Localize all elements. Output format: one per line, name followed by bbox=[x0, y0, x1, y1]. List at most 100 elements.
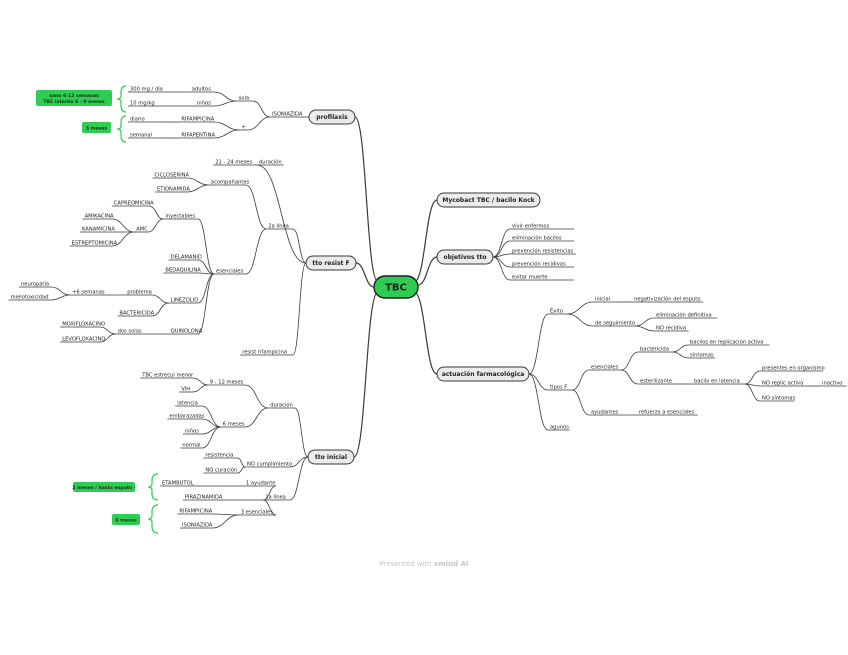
topic-agunos[interactable]: agunos bbox=[550, 424, 569, 430]
topic-inyectables[interactable]: inyectables bbox=[165, 213, 195, 219]
topic-duracion-inicial[interactable]: duración bbox=[270, 401, 293, 408]
topic-duracion[interactable]: duración bbox=[259, 158, 282, 165]
topic-no-sintomas[interactable]: NO síntomas bbox=[762, 394, 795, 401]
topic-bacilo-latencia[interactable]: bacilo en latencia bbox=[694, 378, 740, 384]
topic-refuerzo-esenciales[interactable]: refuerzo a esenciales bbox=[639, 409, 695, 415]
topic-objetivo-5[interactable]: evitar muerte bbox=[512, 274, 548, 280]
topic-latencia[interactable]: latencia bbox=[177, 400, 198, 406]
topic-amc[interactable]: AMC bbox=[136, 226, 148, 232]
topic-negativizacion[interactable]: negativización del esputo bbox=[634, 295, 701, 302]
topic-bactericida-act[interactable]: bactericida bbox=[640, 346, 669, 352]
topic-presentes-organismo[interactable]: presentes en organismo bbox=[762, 365, 825, 371]
topic-no-replic-activa[interactable]: NO replic activa bbox=[762, 380, 803, 386]
topic-eliminacion-definitiva[interactable]: eliminación definitiva bbox=[656, 311, 712, 318]
connector-line bbox=[211, 514, 239, 529]
topic-rifapentina[interactable]: RIFAPENTINA bbox=[181, 132, 215, 138]
topic-dosis-adultos[interactable]: 300 mg / día bbox=[130, 85, 163, 92]
main-topic-objetivos[interactable] bbox=[436, 249, 494, 265]
main-topic-profilaxis[interactable] bbox=[308, 109, 356, 125]
topic-objetivo-2[interactable]: eliminación bacilos bbox=[512, 234, 562, 241]
central-topic[interactable] bbox=[373, 275, 419, 299]
topic-diario[interactable]: diario bbox=[130, 116, 145, 122]
topic-duracion-val[interactable]: 21 - 24 meses bbox=[215, 159, 252, 165]
topic-dos-solas[interactable]: dos solas bbox=[118, 328, 142, 334]
topic-ninos-inicial[interactable]: niños bbox=[185, 428, 199, 434]
topic-3-esenciales[interactable]: 3 esenciales bbox=[241, 509, 273, 515]
topic-esterilizante[interactable]: esterilizante bbox=[640, 378, 672, 384]
topic-objetivo-4[interactable]: prevención recidivas bbox=[512, 260, 566, 267]
topic-mielotoxicidad[interactable]: mielotoxicidad bbox=[11, 294, 49, 300]
topic-ninos[interactable]: niños bbox=[197, 100, 211, 106]
main-topic-resist[interactable] bbox=[305, 255, 357, 271]
connector-line bbox=[245, 184, 267, 230]
connector-line bbox=[353, 291, 379, 458]
topic-semanal[interactable]: semanal bbox=[130, 132, 152, 138]
topic-bacilos-replicacion[interactable]: bacilos en replicación activa bbox=[690, 338, 763, 345]
topic-acompanantes[interactable]: acompañantes bbox=[211, 179, 250, 185]
topic-etambutol[interactable]: ETAMBUTOL bbox=[162, 480, 194, 486]
topic-ayudantes[interactable]: ayudantes bbox=[591, 409, 619, 415]
topic-neuropatia[interactable]: neuropatía bbox=[21, 280, 49, 287]
topic-pirazinamida[interactable]: PIRAZINAMIDA bbox=[185, 494, 223, 500]
topic-sola[interactable]: sola bbox=[239, 95, 250, 101]
topic-6-meses[interactable]: 6 meses bbox=[223, 421, 245, 427]
topic-sintomas[interactable]: síntomas bbox=[690, 351, 714, 358]
note-text-inicial_6m: 6 meses bbox=[115, 518, 137, 524]
topic-objetivo-1[interactable]: vivir enfermos bbox=[512, 223, 550, 229]
topic-quinolona[interactable]: QUINOLONA bbox=[171, 328, 203, 334]
topic-normal[interactable]: normal bbox=[182, 442, 200, 448]
connector-line bbox=[263, 499, 277, 516]
topic-adultos[interactable]: adultos bbox=[192, 86, 211, 92]
topic-rifampicina-inicial[interactable]: RIFAMPICINA bbox=[179, 508, 212, 514]
topic-objetivo-3[interactable]: prevención resistencias bbox=[512, 247, 573, 254]
main-topic-actuacion[interactable] bbox=[436, 366, 530, 382]
note-text-inicial_2m: 2 meses / hasta esputo - bbox=[72, 485, 136, 491]
topic-linezolid[interactable]: LINEZOLID bbox=[171, 297, 199, 303]
main-topic-myco[interactable] bbox=[436, 192, 541, 208]
topic-bactericida[interactable]: BACTERICIDA bbox=[119, 310, 154, 316]
topic-isoniazida[interactable]: ISONIAZIDA bbox=[272, 111, 303, 117]
topic-vih[interactable]: VIH bbox=[181, 386, 190, 392]
topic-isoniazida-inicial[interactable]: ISONIAZIDA bbox=[182, 522, 213, 528]
topic-segunda-linea[interactable]: 2a línea bbox=[268, 222, 289, 229]
topic-levofloxacino[interactable]: LEVOFLOXACINO bbox=[62, 336, 105, 342]
topic-embarazadas[interactable]: embarazadas bbox=[169, 413, 204, 419]
connector-line bbox=[50, 286, 71, 296]
topic-estreptomicina[interactable]: ESTREPTOMICINA bbox=[72, 240, 118, 246]
topic-tipos-f[interactable]: tipos F bbox=[550, 384, 567, 390]
topic-no-curacion[interactable]: NO curación bbox=[205, 466, 237, 473]
topic-dosis-ninos[interactable]: 10 mg/kg bbox=[130, 100, 155, 106]
topic-capreomicina[interactable]: CAPREOMICINA bbox=[114, 200, 154, 206]
topic-etionamida[interactable]: ETIONAMIDA bbox=[157, 186, 190, 192]
connector-line bbox=[252, 100, 271, 118]
topic-esenciales-2a[interactable]: esenciales bbox=[216, 268, 243, 274]
main-topic-inicial[interactable] bbox=[307, 449, 355, 465]
summary-brace bbox=[116, 85, 127, 113]
topic-amikacina[interactable]: AMIKACINA bbox=[85, 213, 114, 219]
connector-line bbox=[528, 373, 549, 391]
connector-line bbox=[192, 384, 208, 393]
topic-no-recidiva[interactable]: NO recidiva bbox=[656, 325, 686, 331]
topic-no-cumplimiento[interactable]: NO cumplimiento bbox=[247, 461, 292, 467]
topic-plus[interactable]: + bbox=[241, 124, 245, 130]
topic-delamanid[interactable]: DELAMANID bbox=[171, 254, 202, 260]
topic-bedaquilina[interactable]: BEDAQUILINA bbox=[165, 267, 201, 273]
topic-cicloserina[interactable]: CICLOSERINA bbox=[154, 172, 189, 178]
topic-problema[interactable]: problema bbox=[127, 289, 152, 295]
topic-exito[interactable]: Éxito bbox=[550, 306, 563, 314]
topic-9-12-meses[interactable]: 9 - 12 meses bbox=[210, 379, 244, 385]
topic-inicial[interactable]: inicial bbox=[595, 296, 610, 302]
topic-kanamicina[interactable]: KANAMICINA bbox=[82, 226, 115, 232]
topic-inactivo[interactable]: inactivo bbox=[822, 380, 842, 386]
topic-tbc-menor[interactable]: TBC estrecul menor bbox=[141, 372, 194, 378]
topic-resistencia[interactable]: resistencia bbox=[205, 452, 233, 458]
connector-line bbox=[672, 344, 689, 353]
topic-de-seguimiento[interactable]: de seguimiento bbox=[595, 320, 635, 326]
topic-primera-linea[interactable]: 1a línea bbox=[265, 493, 286, 500]
topic-resist-rifampicina[interactable]: resist rifampicina bbox=[242, 349, 287, 355]
topic-rifampicina[interactable]: RIFAMPICINA bbox=[181, 116, 214, 122]
topic-1-ayudante[interactable]: 1 ayudante bbox=[246, 480, 275, 486]
topic-esenciales-act[interactable]: esenciales bbox=[591, 364, 618, 370]
topic-seis-semanas[interactable]: +6 semanas bbox=[72, 289, 105, 295]
topic-moxifloxacino[interactable]: MOXIFLOXACINO bbox=[62, 321, 105, 327]
